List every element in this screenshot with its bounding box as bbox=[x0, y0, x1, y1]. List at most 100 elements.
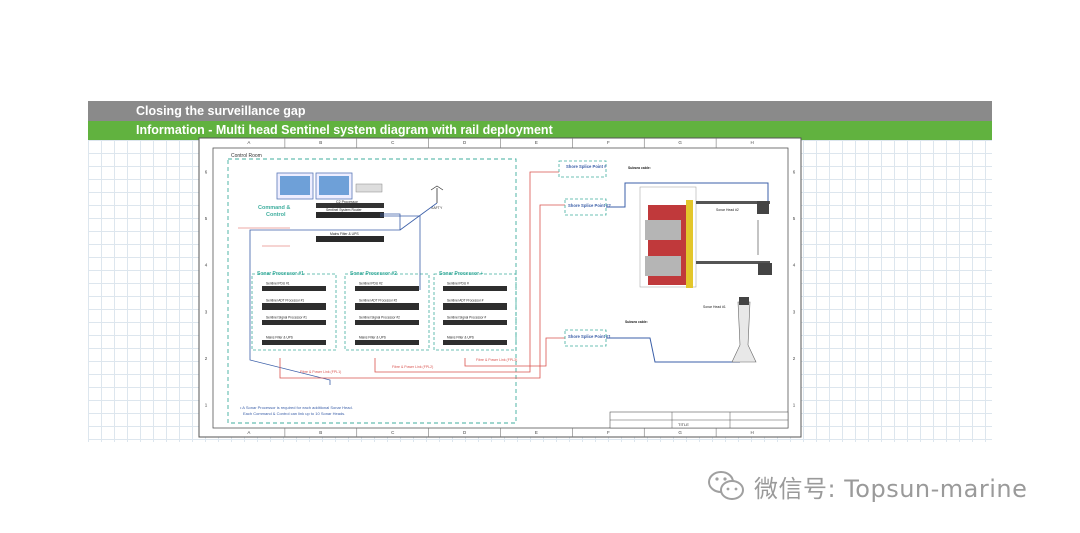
frame-col-letter: E bbox=[535, 140, 538, 145]
control-room-label: Control Room bbox=[231, 153, 262, 159]
monitor-1-screen bbox=[280, 176, 310, 195]
rack-unit-label: Sentinel Signal Processor #2 bbox=[359, 316, 400, 320]
rack-unit bbox=[443, 286, 507, 291]
sonar-head-2-label: Sonar Head #2 bbox=[716, 208, 739, 212]
frame-row-number: 5 bbox=[793, 216, 796, 221]
shore-splice-point-2 bbox=[564, 198, 607, 216]
wechat-watermark: 微信号: Topsun-marine bbox=[706, 466, 1027, 506]
fibre-power-link-1 bbox=[279, 204, 565, 379]
fibre-power-link-3 bbox=[464, 337, 565, 367]
frame-row-number: 6 bbox=[205, 169, 208, 174]
mains-filter-ups-unit bbox=[316, 236, 384, 242]
rack-unit bbox=[443, 303, 507, 310]
sonar-processor-1-title: Sonar Processor #1 bbox=[257, 271, 304, 277]
frame-col-letter: H bbox=[750, 430, 753, 435]
subsea-cable-1-label: Subsea cable: bbox=[625, 320, 648, 324]
sonar-processor-2-title: Sonar Processor #2 bbox=[350, 271, 397, 277]
shore-splice-point-n-label: Shore Splice Point # bbox=[566, 164, 607, 169]
rack-unit-label: Mains Filter & UPS bbox=[447, 336, 474, 340]
deployment-rail bbox=[686, 200, 693, 288]
frame-row-number: 3 bbox=[205, 309, 208, 314]
rack-unit-label: Sentinel PDU #1 bbox=[266, 282, 290, 286]
sonar-processor-2-group bbox=[344, 273, 430, 351]
lower-rail-arm bbox=[696, 261, 770, 264]
rack-unit-label: Sentinel ADT Processor #2 bbox=[359, 299, 397, 303]
frame-col-letter: D bbox=[463, 430, 467, 435]
shore-splice-point-n bbox=[558, 160, 607, 178]
page-subtitle: Information - Multi head Sentinel system… bbox=[88, 121, 992, 140]
fpl1-label: Fibre & Power Link (FPL1) bbox=[300, 370, 341, 374]
monitor-2-screen bbox=[319, 176, 349, 195]
frame-col-letter: B bbox=[319, 140, 322, 145]
frame-row-number: 4 bbox=[205, 263, 208, 268]
rack-unit-label: Sentinel ADT Processor #1 bbox=[266, 299, 304, 303]
rack-unit-label: Mains Filter & UPS bbox=[359, 336, 386, 340]
wall-block-2 bbox=[645, 256, 681, 276]
sonar-processor-n-title: Sonar Processor + bbox=[439, 271, 483, 277]
rack-unit bbox=[262, 286, 326, 291]
frame-row-number: 2 bbox=[205, 356, 208, 361]
sonar-processor-1-group bbox=[251, 273, 337, 351]
frame-row-number: 2 bbox=[793, 356, 796, 361]
shore-splice-point-1 bbox=[564, 329, 607, 347]
wall-block-1 bbox=[645, 220, 681, 240]
title-block-title: TITLE bbox=[678, 422, 689, 427]
sonar-head-1-label: Sonar Head #1 bbox=[703, 305, 726, 309]
fpl2-label: Fibre & Power Link (FPL2) bbox=[392, 365, 433, 369]
rack-unit bbox=[355, 320, 419, 325]
c2-processor-unit bbox=[316, 203, 384, 208]
frame-row-number: 4 bbox=[793, 263, 796, 268]
frame-row-number: 1 bbox=[205, 403, 208, 408]
rack-unit bbox=[262, 320, 326, 325]
rack-unit-label: Sentinel Signal Processor # bbox=[447, 316, 486, 320]
antenna-cable bbox=[399, 202, 438, 231]
command-control-label: Command & bbox=[258, 205, 290, 211]
frame-col-letter: F bbox=[607, 430, 610, 435]
rack-unit bbox=[443, 340, 507, 345]
frame-col-letter: A bbox=[247, 430, 250, 435]
footnote-line-2: Each Command & Control can link up to 10… bbox=[243, 411, 345, 416]
watermark-text: 微信号: Topsun-marine bbox=[754, 474, 1028, 503]
frame-col-letter: C bbox=[391, 140, 395, 145]
shore-splice-point-1-label: Shore Splice Point #1 bbox=[568, 334, 611, 339]
frame-col-letter: B bbox=[319, 430, 322, 435]
rack-unit-label: Mains Filter & UPS bbox=[266, 336, 293, 340]
mains-filter-ups-label: Mains Filter & UPS bbox=[330, 232, 359, 236]
system-router-unit bbox=[316, 212, 384, 218]
page-title: Closing the surveillance gap bbox=[88, 101, 992, 121]
rack-unit bbox=[443, 320, 507, 325]
system-router-label: Sentinel System Router bbox=[326, 208, 362, 212]
frame-col-letter: A bbox=[247, 140, 250, 145]
network-cable-1 bbox=[249, 213, 401, 385]
fibre-power-link-2 bbox=[374, 171, 560, 373]
control-room-boundary bbox=[227, 158, 517, 424]
frame-col-letter: H bbox=[750, 140, 753, 145]
frame-col-letter: C bbox=[391, 430, 395, 435]
rack-unit-label: Sentinel Signal Processor #1 bbox=[266, 316, 307, 320]
antenna-icon bbox=[430, 185, 444, 191]
sonar-head-1 bbox=[739, 297, 749, 305]
wechat-icon bbox=[708, 471, 744, 500]
frame-col-letter: G bbox=[678, 140, 682, 145]
upper-rail-arm bbox=[696, 201, 770, 204]
rack-unit bbox=[355, 340, 419, 345]
subsea-cable-1 bbox=[606, 337, 740, 363]
c2-processor-label: C2 Processor bbox=[336, 200, 359, 204]
fpl3-label: Fibre & Power Link (FPL3) bbox=[476, 358, 517, 362]
network-cable-2 bbox=[380, 215, 421, 290]
sonar-head-2-lower bbox=[758, 263, 772, 275]
sonar-head-1-mount bbox=[731, 301, 757, 363]
sonar-processor-n-group bbox=[433, 273, 517, 351]
frame-col-letter: E bbox=[535, 430, 538, 435]
frame-col-letter: G bbox=[678, 430, 682, 435]
rack-unit-label: Sentinel PDU #2 bbox=[359, 282, 383, 286]
rack-unit bbox=[262, 303, 326, 310]
rack-unit bbox=[355, 286, 419, 291]
frame-row-number: 6 bbox=[793, 169, 796, 174]
frame-col-letter: D bbox=[463, 140, 467, 145]
rack-unit bbox=[262, 340, 326, 345]
footnote-line-1: • A Sonar Processor is required for each… bbox=[240, 405, 353, 410]
rack-unit-label: Sentinel ADT Processor # bbox=[447, 299, 484, 303]
rack-unit bbox=[355, 303, 419, 310]
